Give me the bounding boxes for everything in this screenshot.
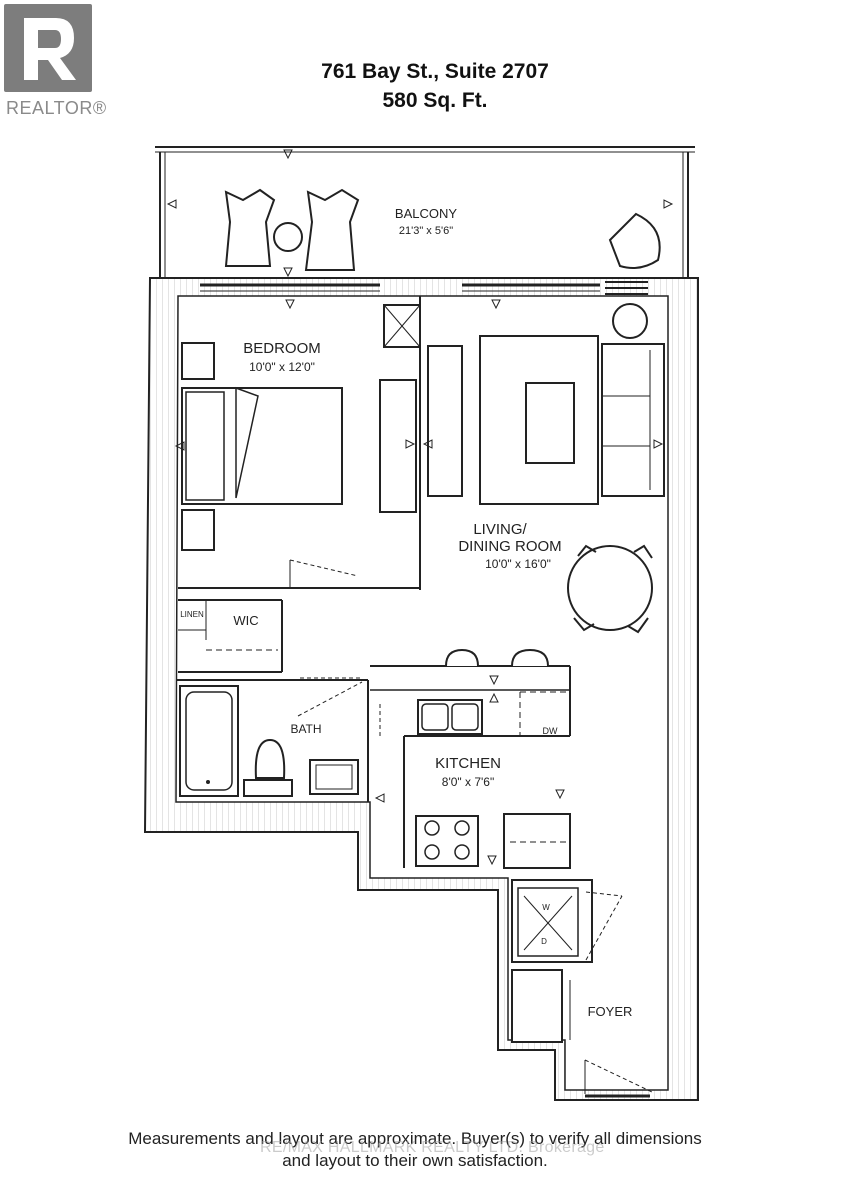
bath-area (176, 677, 369, 802)
wic-label: WIC (233, 613, 258, 628)
disclaimer-line-2: and layout to their own satisfaction. (282, 1151, 548, 1170)
wic-linen-area (178, 599, 283, 673)
bedroom-area (174, 296, 421, 590)
unit-area-title: 580 Sq. Ft. (382, 89, 488, 112)
linen-label: LINEN (180, 610, 204, 619)
living-label-line1: LIVING/ (473, 521, 527, 538)
foyer-label: FOYER (588, 1004, 633, 1019)
living-label-line2: DINING ROOM (458, 538, 561, 555)
balcony-label: BALCONY (395, 206, 457, 221)
bath-label: BATH (290, 722, 321, 736)
floor-plan: BALCONY 21'3" x 5'6" BEDROOM 10'0" x 12'… (143, 146, 699, 1101)
unit-address-title: 761 Bay St., Suite 2707 (321, 60, 549, 83)
dishwasher-label: DW (543, 726, 558, 736)
balcony-area (155, 146, 695, 278)
realtor-logo-mark (4, 4, 92, 92)
dryer-label: D (541, 937, 547, 946)
brokerage-watermark: RE/MAX HALLMARK REALTY LTD. Brokerage (260, 1139, 605, 1156)
realtor-logo-text: REALTOR® (6, 98, 107, 118)
realtor-logo: REALTOR® (4, 4, 106, 120)
kitchen-dims: 8'0" x 7'6" (442, 775, 494, 789)
balcony-dims: 21'3" x 5'6" (399, 225, 453, 237)
living-dims: 10'0" x 16'0" (485, 557, 551, 571)
room-labels: BALCONY 21'3" x 5'6" BEDROOM 10'0" x 12'… (180, 206, 632, 1019)
kitchen-label: KITCHEN (435, 755, 501, 772)
bedroom-dims: 10'0" x 12'0" (249, 360, 315, 374)
living-dining-area (422, 299, 665, 634)
kitchen-area (370, 648, 571, 869)
disclaimer-line-1: Measurements and layout are approximate.… (128, 1129, 702, 1148)
laundry-foyer-area (511, 879, 653, 1094)
washer-label: W (542, 903, 550, 912)
bedroom-label: BEDROOM (243, 340, 321, 357)
